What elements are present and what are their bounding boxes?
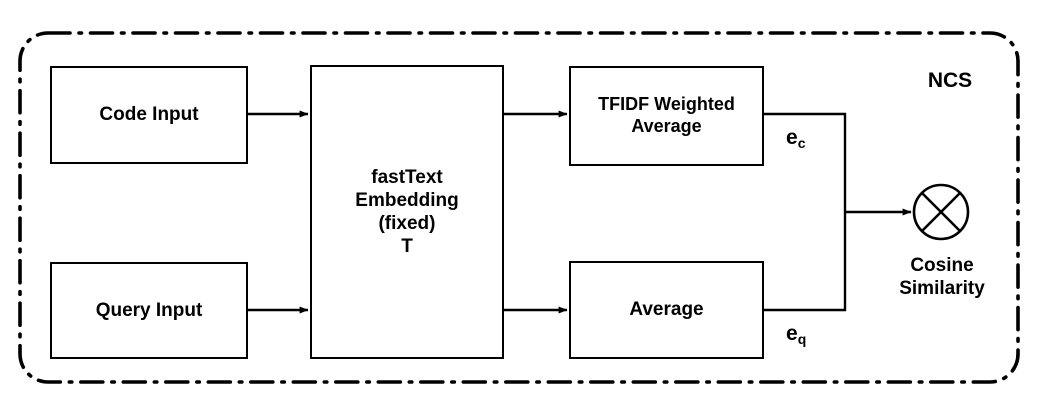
node-query-input-label: Query Input xyxy=(95,299,203,321)
query-embedding-label: eq xyxy=(786,322,806,347)
query-embedding-base: e xyxy=(786,322,798,345)
query-embedding-subscript: q xyxy=(797,331,807,348)
node-code-input[interactable]: Code Input xyxy=(50,66,248,164)
ncs-container-title: NCS xyxy=(927,69,973,92)
node-average[interactable]: Average xyxy=(569,261,764,359)
code-embedding-base: e xyxy=(786,126,798,149)
node-average-label: Average xyxy=(629,299,704,321)
node-tfidf-weighted-average-label: TFIDF Weighted Average xyxy=(598,94,735,136)
cosine-similarity-label: Cosine Similarity xyxy=(899,255,985,299)
node-code-input-label: Code Input xyxy=(99,104,199,126)
code-embedding-label: ec xyxy=(786,126,805,151)
node-fasttext-embedding[interactable]: fastText Embedding (fixed) T xyxy=(310,65,504,359)
cosine-cross-stroke-b xyxy=(921,192,961,232)
node-query-input[interactable]: Query Input xyxy=(50,262,248,359)
ncs-container-border xyxy=(18,31,1020,384)
node-fasttext-embedding-label: fastText Embedding (fixed) T xyxy=(355,166,459,258)
node-tfidf-weighted-average[interactable]: TFIDF Weighted Average xyxy=(569,66,764,166)
code-embedding-subscript: c xyxy=(797,135,806,152)
